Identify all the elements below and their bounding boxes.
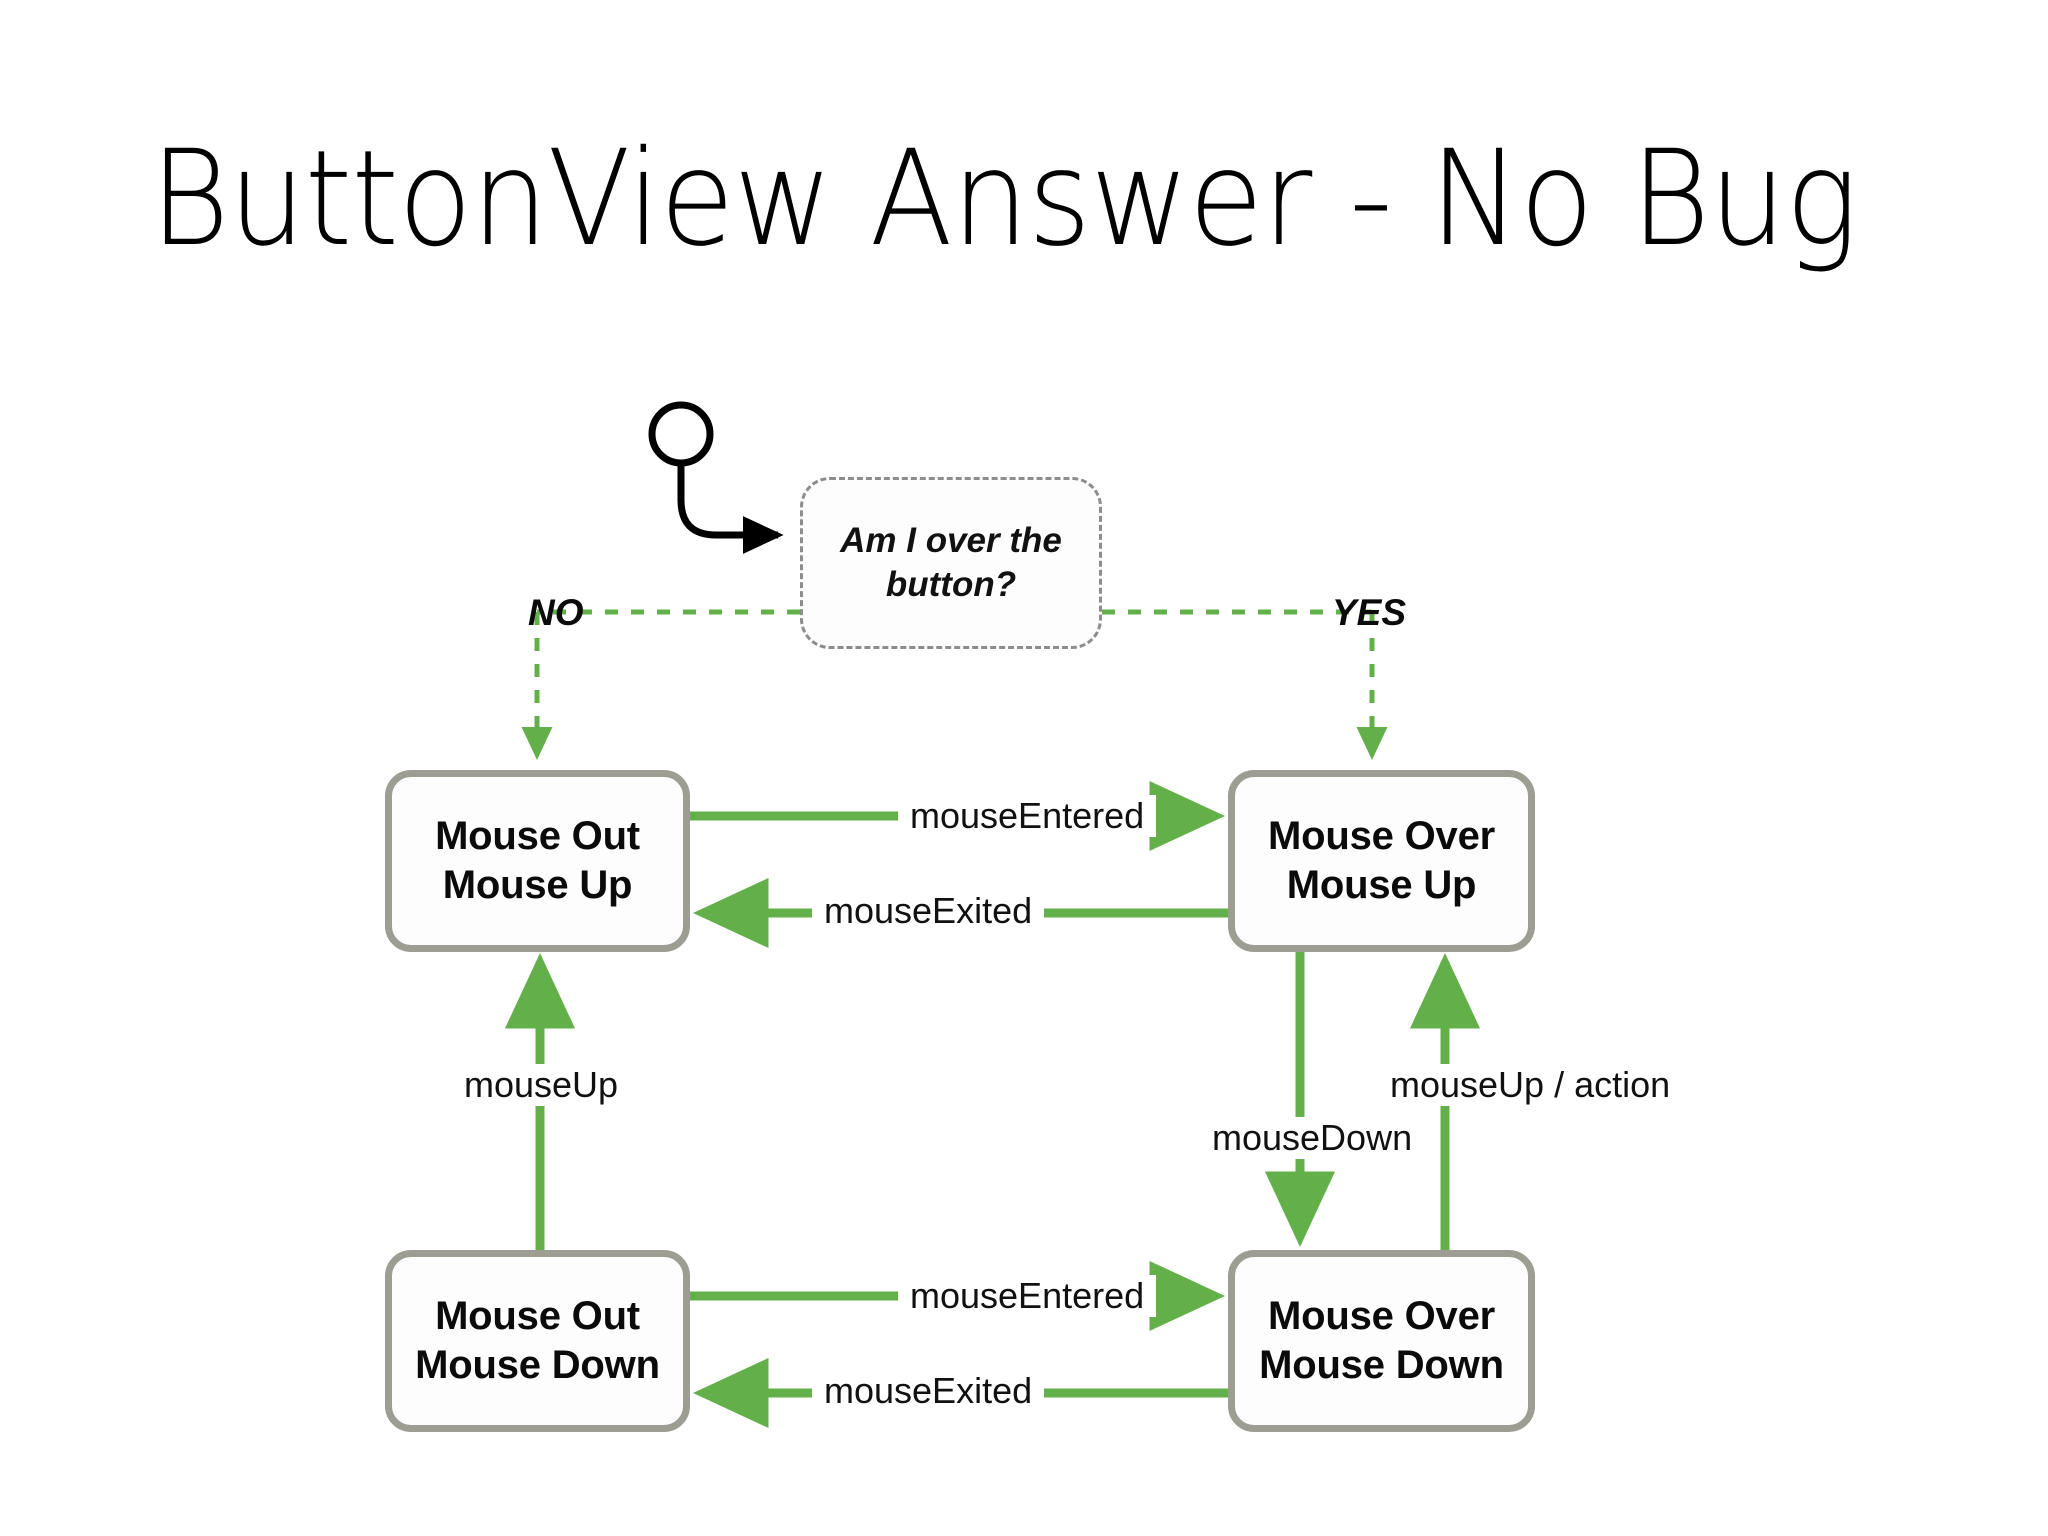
edge-yes-branch — [1102, 609, 1388, 761]
edge-label-mouseup-left: mouseUp — [452, 1064, 631, 1106]
decision-label-line1: Am I over the — [840, 521, 1062, 561]
edge-no-branch — [521, 609, 800, 761]
state-mouse-over-mouse-up[interactable]: Mouse Over Mouse Up — [1228, 770, 1535, 952]
state-mouse-out-mouse-down[interactable]: Mouse Out Mouse Down — [385, 1250, 690, 1432]
branch-label-yes: YES — [1332, 592, 1407, 633]
state-label-line2: Mouse Up — [1286, 863, 1477, 907]
start-transition-arrow — [677, 463, 784, 554]
edge-label-entered-bottom: mouseEntered — [898, 1275, 1157, 1317]
edge-label-mouseup-action: mouseUp / action — [1378, 1064, 1683, 1106]
edge-label-exited-bottom: mouseExited — [812, 1370, 1045, 1412]
start-node-group — [648, 401, 784, 554]
state-label-line2: Mouse Down — [1259, 1343, 1504, 1387]
state-mouse-out-mouse-up[interactable]: Mouse Out Mouse Up — [385, 770, 690, 952]
state-label-line1: Mouse Over — [1268, 814, 1495, 859]
edge-label-mousedown-right: mouseDown — [1200, 1117, 1425, 1159]
edge-label-exited-top: mouseExited — [812, 890, 1045, 932]
decision-node[interactable]: Am I over the button? — [800, 477, 1102, 649]
state-mouse-over-mouse-down[interactable]: Mouse Over Mouse Down — [1228, 1250, 1535, 1432]
state-label-line1: Mouse Out — [435, 814, 640, 859]
page-title: ButtonView Answer - No Bug — [150, 122, 1858, 276]
state-label-line1: Mouse Out — [435, 1294, 640, 1339]
branch-label-no: NO — [528, 592, 584, 633]
state-label-line2: Mouse Up — [442, 863, 633, 907]
state-label-line1: Mouse Over — [1268, 1294, 1495, 1339]
state-label-line2: Mouse Down — [415, 1343, 660, 1387]
start-node-circle — [648, 401, 714, 467]
decision-label-line2: button? — [885, 565, 1017, 604]
edge-label-entered-top: mouseEntered — [898, 795, 1157, 837]
